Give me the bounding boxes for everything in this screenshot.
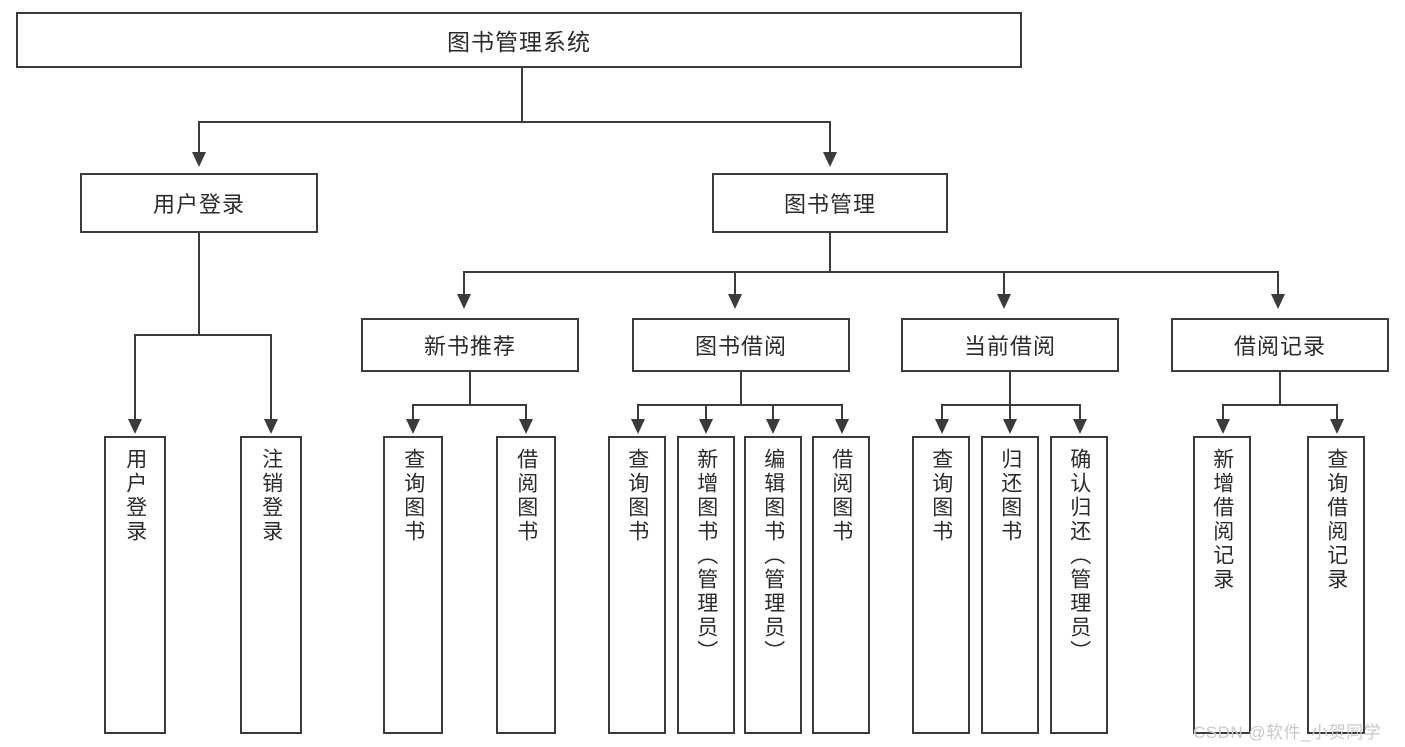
leaf-newbook-query-book[interactable]: 查询图书	[383, 436, 443, 734]
node-label: 确认归还（管理员）	[1067, 448, 1091, 664]
connector-currentborrow-stem	[1009, 372, 1011, 405]
leaf-user-login[interactable]: 用户登录	[104, 436, 166, 734]
node-book-borrow[interactable]: 图书借阅	[632, 318, 850, 372]
leaf-bookborrow-edit-book-admin[interactable]: 编辑图书（管理员）	[744, 436, 802, 734]
connector-borrowrecord-drop-1	[1222, 404, 1224, 420]
connector-root-stem	[521, 68, 523, 122]
leaf-currentborrow-confirm-return-admin[interactable]: 确认归还（管理员）	[1050, 436, 1108, 734]
arrow-to-borrowrecord-leaf-2	[1330, 419, 1344, 434]
node-new-book-recommend[interactable]: 新书推荐	[361, 318, 579, 372]
connector-bookborrow-drop-2	[705, 404, 707, 420]
node-label: 新增图书（管理员）	[694, 448, 718, 664]
arrow-to-bookborrow-leaf-3	[766, 419, 780, 434]
node-label: 图书借阅	[694, 334, 787, 359]
connector-borrowrecord-stem	[1279, 372, 1281, 405]
arrow-to-newbook-leaf-2	[519, 419, 533, 434]
arrow-to-bookborrow-leaf-4	[835, 419, 849, 434]
connector-currentborrow-drop-3	[1079, 404, 1081, 420]
node-label: 查询图书	[625, 448, 649, 544]
arrow-to-bookborrow-leaf-2	[699, 419, 713, 434]
leaf-newbook-borrow-book[interactable]: 借阅图书	[496, 436, 556, 734]
node-label: 查询图书	[401, 448, 425, 544]
node-label: 新增借阅记录	[1210, 448, 1234, 592]
connector-user-login-drop-2	[270, 334, 272, 420]
leaf-bookborrow-borrow-book[interactable]: 借阅图书	[812, 436, 870, 734]
csdn-watermark: CSDN @软件_小贺同学	[1193, 723, 1382, 742]
arrow-to-currentborrow-leaf-3	[1073, 419, 1087, 434]
node-label: 当前借阅	[963, 334, 1056, 359]
connector-bookmgmt-drop-2	[734, 271, 736, 295]
node-label: 查询借阅记录	[1324, 448, 1348, 592]
connector-user-login-bar	[134, 334, 272, 336]
arrow-to-newbook-leaf-1	[406, 419, 420, 434]
node-label: 用户登录	[152, 192, 245, 217]
arrow-to-currentborrow-leaf-2	[1003, 419, 1017, 434]
connector-bookborrow-bar	[637, 404, 842, 406]
arrow-to-book-management	[823, 152, 837, 167]
node-user-login[interactable]: 用户登录	[80, 173, 318, 233]
node-label: 借阅记录	[1233, 334, 1326, 359]
arrow-to-borrow-record	[1271, 294, 1285, 309]
leaf-borrowrecord-query-record[interactable]: 查询借阅记录	[1307, 436, 1365, 734]
leaf-currentborrow-return-book[interactable]: 归还图书	[981, 436, 1039, 734]
connector-bookmgmt-stem	[829, 233, 831, 272]
node-borrow-record[interactable]: 借阅记录	[1171, 318, 1389, 372]
connector-bookmgmt-drop-3	[1003, 271, 1005, 295]
connector-newbook-drop-1	[412, 404, 414, 420]
node-label: 借阅图书	[829, 448, 853, 544]
connector-bookborrow-drop-4	[841, 404, 843, 420]
arrow-to-currentborrow-leaf-1	[935, 419, 949, 434]
connector-bookmgmt-drop-4	[1277, 271, 1279, 295]
node-root-book-management-system[interactable]: 图书管理系统	[16, 12, 1022, 68]
leaf-bookborrow-add-book-admin[interactable]: 新增图书（管理员）	[677, 436, 735, 734]
leaf-bookborrow-query-book[interactable]: 查询图书	[608, 436, 666, 734]
arrow-to-bookborrow-leaf-1	[631, 419, 645, 434]
node-current-borrow[interactable]: 当前借阅	[901, 318, 1119, 372]
connector-newbook-bar	[412, 404, 527, 406]
connector-newbook-stem	[469, 372, 471, 405]
connector-borrowrecord-drop-2	[1336, 404, 1338, 420]
arrow-to-new-book-recommend	[457, 294, 471, 309]
connector-currentborrow-drop-2	[1009, 404, 1011, 420]
arrow-to-logout-leaf	[264, 419, 278, 434]
connector-root-drop-right	[829, 121, 831, 153]
node-label: 新书推荐	[423, 334, 516, 359]
connector-newbook-drop-2	[525, 404, 527, 420]
node-label: 查询图书	[929, 448, 953, 544]
connector-currentborrow-drop-1	[941, 404, 943, 420]
arrow-to-book-borrow	[728, 294, 742, 309]
arrow-to-borrowrecord-leaf-1	[1216, 419, 1230, 434]
node-label: 图书管理系统	[447, 29, 591, 55]
connector-bookborrow-drop-3	[772, 404, 774, 420]
arrow-to-user-login	[192, 152, 206, 167]
connector-bookborrow-drop-1	[637, 404, 639, 420]
arrow-to-user-login-leaf	[128, 419, 142, 434]
leaf-logout[interactable]: 注销登录	[240, 436, 302, 734]
connector-user-login-drop-1	[134, 334, 136, 420]
arrow-to-current-borrow	[997, 294, 1011, 309]
connector-root-bar	[198, 121, 831, 123]
leaf-currentborrow-query-book[interactable]: 查询图书	[912, 436, 970, 734]
connector-user-login-stem	[198, 233, 200, 335]
node-label: 编辑图书（管理员）	[761, 448, 785, 664]
connector-root-drop-left	[198, 121, 200, 153]
leaf-borrowrecord-add-record[interactable]: 新增借阅记录	[1193, 436, 1251, 734]
node-label: 借阅图书	[514, 448, 538, 544]
node-label: 归还图书	[998, 448, 1022, 544]
node-label: 注销登录	[259, 448, 283, 544]
connector-bookborrow-stem	[740, 372, 742, 405]
connector-borrowrecord-bar	[1222, 404, 1337, 406]
connector-bookmgmt-drop-1	[463, 271, 465, 295]
node-book-management[interactable]: 图书管理	[712, 173, 948, 233]
node-label: 用户登录	[123, 448, 147, 544]
connector-bookmgmt-bar	[463, 271, 1278, 273]
node-label: 图书管理	[783, 192, 876, 217]
